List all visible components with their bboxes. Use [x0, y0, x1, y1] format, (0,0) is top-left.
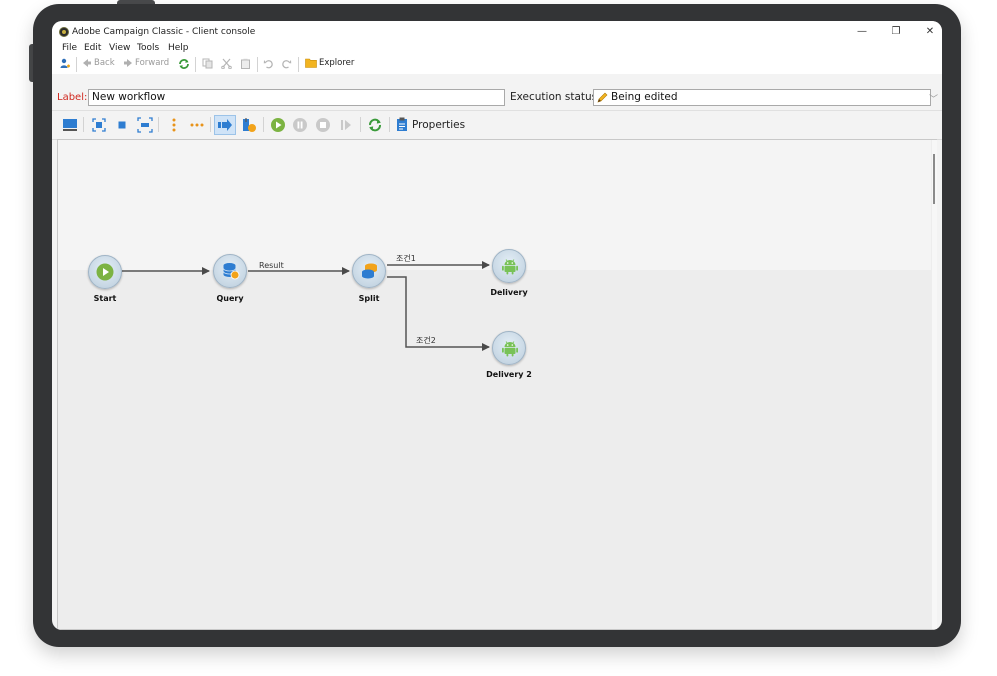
activity-library-icon[interactable]	[241, 117, 257, 133]
undo-icon	[263, 60, 273, 69]
menu-edit[interactable]: Edit	[84, 43, 102, 53]
edge-label-condition2: 조건2	[416, 336, 436, 345]
query-activity-node[interactable]	[213, 254, 247, 288]
start-activity-node[interactable]	[88, 255, 122, 289]
menu-view[interactable]: View	[109, 43, 131, 53]
explorer-label: Explorer	[319, 58, 355, 68]
horizontal-layout-icon[interactable]	[189, 117, 205, 133]
copy-icon	[202, 58, 213, 69]
zoom-fit-icon[interactable]	[91, 117, 107, 133]
user-connect-icon	[60, 58, 70, 68]
menu-bar: File Edit View Tools Help	[52, 41, 942, 55]
window-title: Adobe Campaign Classic - Client console	[72, 27, 256, 37]
menu-tools[interactable]: Tools	[137, 43, 160, 53]
menu-file[interactable]: File	[62, 43, 78, 53]
cut-button[interactable]	[221, 58, 232, 69]
app-logo-icon	[59, 27, 69, 37]
maximize-button[interactable]: ❐	[891, 26, 901, 37]
properties-label: Properties	[412, 118, 466, 131]
vertical-scrollbar[interactable]	[932, 140, 937, 629]
link-arrow-icon	[218, 119, 232, 131]
menu-help[interactable]: Help	[168, 43, 189, 53]
copy-button[interactable]	[202, 58, 213, 69]
pencil-icon	[597, 92, 608, 103]
clipboard-icon	[397, 117, 407, 131]
stop-workflow-icon[interactable]	[315, 117, 331, 133]
split-database-icon	[362, 263, 377, 279]
explorer-button[interactable]: Explorer	[305, 58, 354, 68]
pause-workflow-icon[interactable]	[292, 117, 308, 133]
forward-arrow-icon	[124, 59, 132, 67]
refresh-button[interactable]	[178, 58, 190, 70]
paste-icon	[241, 58, 250, 69]
app-window: Adobe Campaign Classic - Client console …	[52, 21, 942, 630]
android-icon	[502, 341, 518, 357]
split-activity-label: Split	[358, 294, 380, 303]
folder-icon	[305, 58, 317, 68]
edge-label-condition1: 조건1	[396, 254, 416, 263]
database-query-icon	[223, 263, 240, 280]
delivery2-activity-node[interactable]	[492, 331, 526, 365]
zoom-selection-icon[interactable]	[137, 117, 153, 133]
close-button[interactable]: ✕	[925, 26, 935, 37]
transitions-layer	[122, 261, 490, 351]
start-workflow-icon[interactable]	[270, 117, 286, 133]
undo-button[interactable]	[263, 58, 274, 69]
execution-status-field[interactable]: Being edited	[593, 89, 931, 106]
vertical-layout-icon[interactable]	[166, 117, 182, 133]
title-bar: Adobe Campaign Classic - Client console …	[52, 21, 942, 41]
workflow-canvas[interactable]: Result 조건1 조건2 Start Query	[57, 139, 937, 630]
refresh-icon	[179, 59, 189, 69]
transition-split-delivery2[interactable]	[387, 276, 490, 351]
back-button[interactable]: Back	[82, 58, 115, 68]
delivery2-activity-label: Delivery 2	[486, 370, 532, 379]
zoom-actual-icon[interactable]	[114, 117, 130, 133]
play-icon	[96, 263, 114, 281]
workflow-header: Label: New workflow Execution status: Be…	[52, 74, 942, 109]
forward-label: Forward	[135, 58, 170, 68]
android-icon	[502, 259, 518, 275]
back-arrow-icon	[83, 59, 91, 67]
tablet-top-button	[117, 0, 155, 6]
split-activity-node[interactable]	[352, 254, 386, 288]
scissors-icon	[221, 58, 232, 69]
canvas-header-band	[58, 140, 931, 270]
label-input[interactable]: New workflow	[88, 89, 505, 106]
workflow-toolbar: Properties	[52, 110, 942, 140]
main-toolbar: Back Forward	[52, 55, 942, 74]
start-activity-label: Start	[93, 294, 117, 303]
delivery-activity-label: Delivery	[490, 288, 528, 297]
redo-icon	[282, 60, 292, 69]
delivery-activity-node[interactable]	[492, 249, 526, 283]
execution-status-value: Being edited	[611, 91, 678, 103]
label-caption: Label:	[57, 92, 88, 103]
refresh-workflow-icon[interactable]	[367, 117, 383, 133]
layout-panel-icon[interactable]	[62, 117, 78, 133]
edge-label-result: Result	[259, 261, 284, 270]
forward-button[interactable]: Forward	[123, 58, 169, 68]
back-label: Back	[94, 58, 115, 68]
redo-button[interactable]	[281, 58, 292, 69]
tablet-side-button	[29, 44, 35, 82]
properties-button[interactable]: Properties	[396, 117, 465, 132]
unconditional-stop-icon[interactable]	[338, 117, 354, 133]
scrollbar-thumb[interactable]	[933, 154, 935, 204]
paste-button[interactable]	[240, 58, 251, 69]
status-dropdown-chevron-icon[interactable]: ﹀	[929, 95, 939, 105]
connect-user-button[interactable]	[59, 58, 71, 70]
minimize-button[interactable]: —	[857, 26, 867, 37]
query-activity-label: Query	[216, 294, 244, 303]
execution-status-caption: Execution status:	[510, 91, 601, 103]
link-mode-button[interactable]	[214, 115, 236, 135]
